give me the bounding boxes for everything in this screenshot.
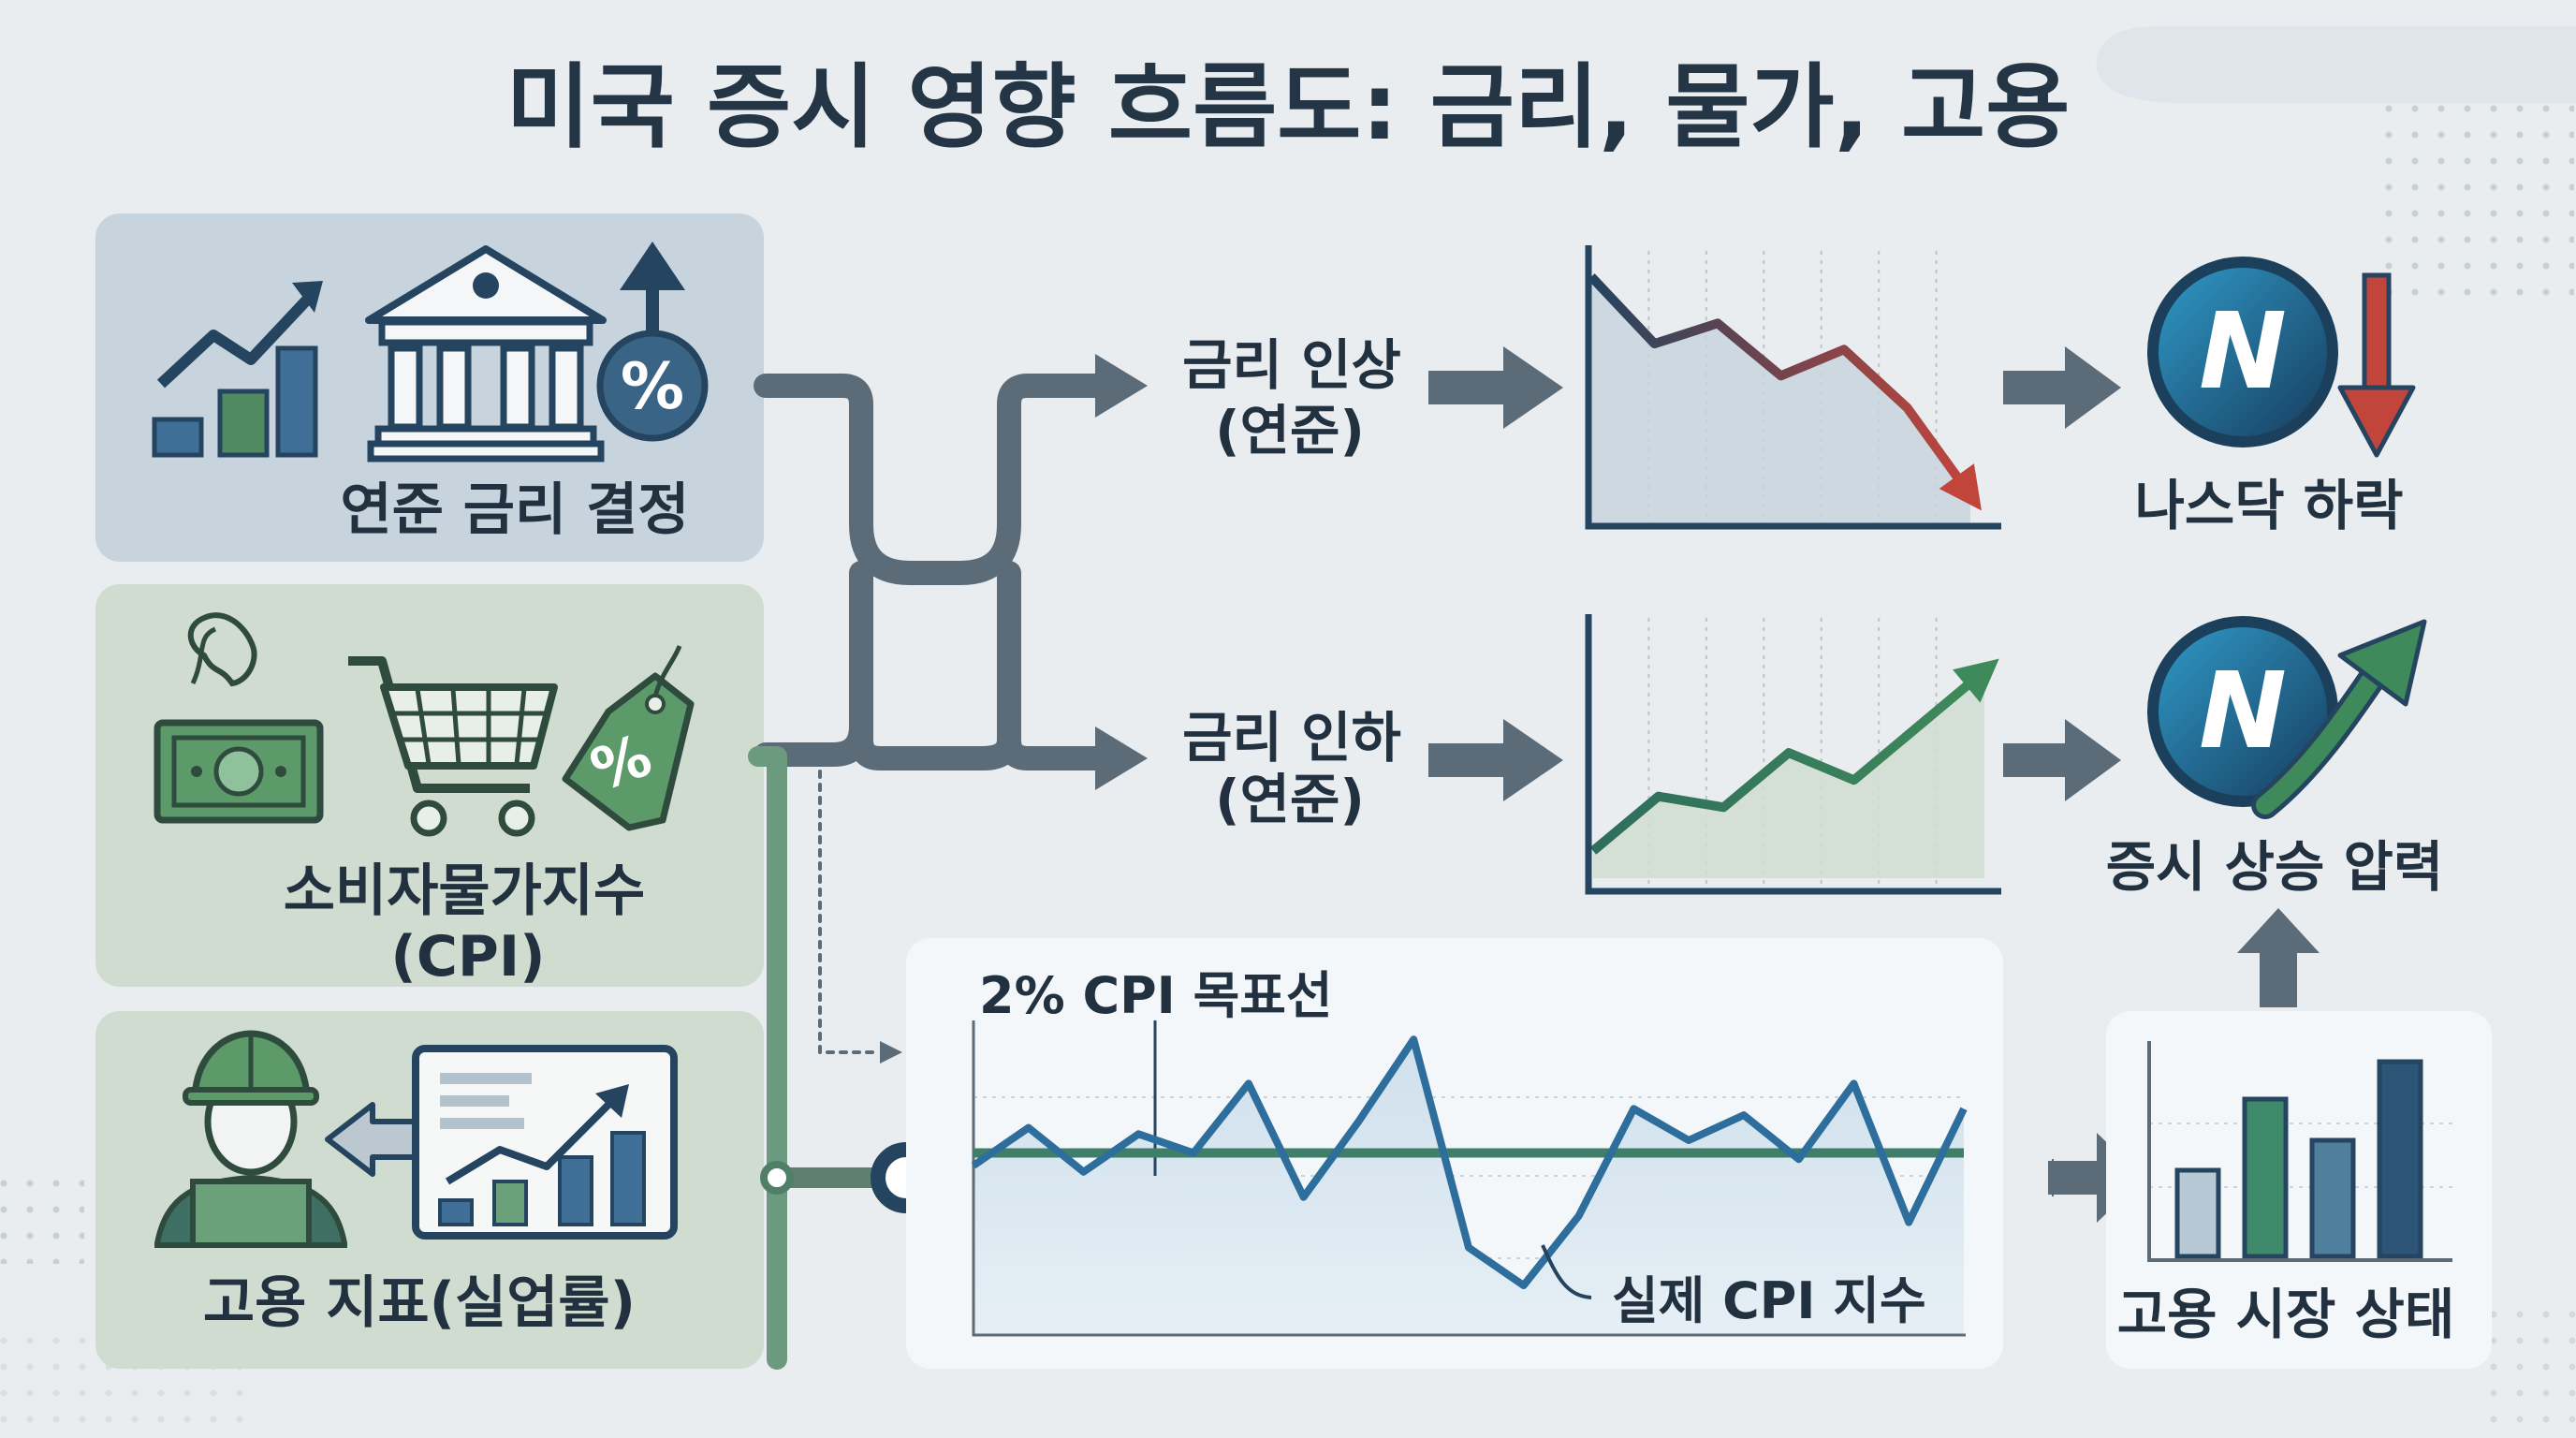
nasdaq-logo [2147, 257, 2338, 448]
price-tag-icon: % [562, 645, 695, 831]
cpi-target-label: 2% CPI 목표선 [979, 966, 1333, 1025]
rate-up-icon: % [596, 242, 709, 442]
page-title: 미국 증시 영향 흐름도: 금리, 물가, 고용 [506, 54, 2071, 161]
cpi-label-line2: (CPI) [390, 924, 545, 990]
up-arrow-icon [2251, 619, 2427, 819]
cpi-actual-label: 실제 CPI 지수 [1612, 1271, 1926, 1330]
shopping-cart-icon [348, 656, 558, 837]
worker-icon [154, 1030, 347, 1248]
falling-area [1591, 276, 1970, 524]
fed-label: 연준 금리 결정 [341, 477, 690, 543]
employment-label: 고용 지표(실업률) [203, 1270, 636, 1336]
rate-hike-sub: (연준) [1215, 399, 1365, 462]
percent-icon: % [621, 350, 684, 424]
employment-panel: 고용 지표(실업률) [95, 1011, 764, 1369]
falling-arrowhead [1939, 463, 1982, 511]
employment-state-panel: 고용 시장 상태 [2106, 1011, 2492, 1369]
bank-icon [365, 245, 607, 462]
rate-cut-sub: (연준) [1215, 768, 1365, 831]
down-arrow-icon [2337, 272, 2416, 458]
cpi-label-line1: 소비자물가지수 [284, 858, 645, 924]
fed-panel: % 연준 금리 결정 [95, 213, 764, 562]
nasdaq-n-icon-2: N [2199, 651, 2287, 772]
rising-line [1589, 667, 1988, 855]
employment-bar [2174, 1167, 2221, 1259]
falling-chart [1585, 245, 2001, 530]
nasdaq-down-label: 나스닥 하락 [2135, 474, 2404, 537]
market-up-label: 증시 상승 압력 [2106, 835, 2444, 899]
employment-bar [2309, 1137, 2356, 1259]
growth-chart-icon [152, 281, 323, 458]
employment-chart-board-icon [412, 1045, 678, 1240]
left-arrow-icon [325, 1102, 419, 1177]
cpi-panel: % 소비자물가지수 (CPI) [95, 584, 764, 990]
employment-bar [2242, 1096, 2289, 1259]
employment-up-arrow [2237, 908, 2320, 1007]
nasdaq-down-outcome: N 나스닥 하락 [2135, 257, 2416, 537]
rising-chart [1585, 614, 2001, 895]
market-up-outcome: N 증시 상승 압력 [2106, 616, 2444, 899]
cpi-chart-panel: 2% CPI 목표선 실제 CPI 지수 [906, 938, 2003, 1369]
flow-arrows [1428, 346, 2121, 1189]
rate-hike-label: 금리 인상 [1182, 333, 1401, 397]
cpi-area [973, 1039, 1964, 1335]
cpi-actual-line [971, 1035, 1968, 1290]
rising-arrowhead [1953, 658, 1999, 703]
nasdaq-n-icon: N [2199, 291, 2287, 413]
cash-icon [154, 612, 324, 824]
falling-line [1588, 273, 1975, 498]
employment-bar [2377, 1059, 2423, 1259]
connector-arrowheads [880, 354, 1148, 1064]
rate-cut-label: 금리 인하 [1182, 706, 1401, 770]
employment-state-label: 고용 시장 상태 [2117, 1283, 2455, 1346]
rising-area [1593, 670, 1984, 878]
